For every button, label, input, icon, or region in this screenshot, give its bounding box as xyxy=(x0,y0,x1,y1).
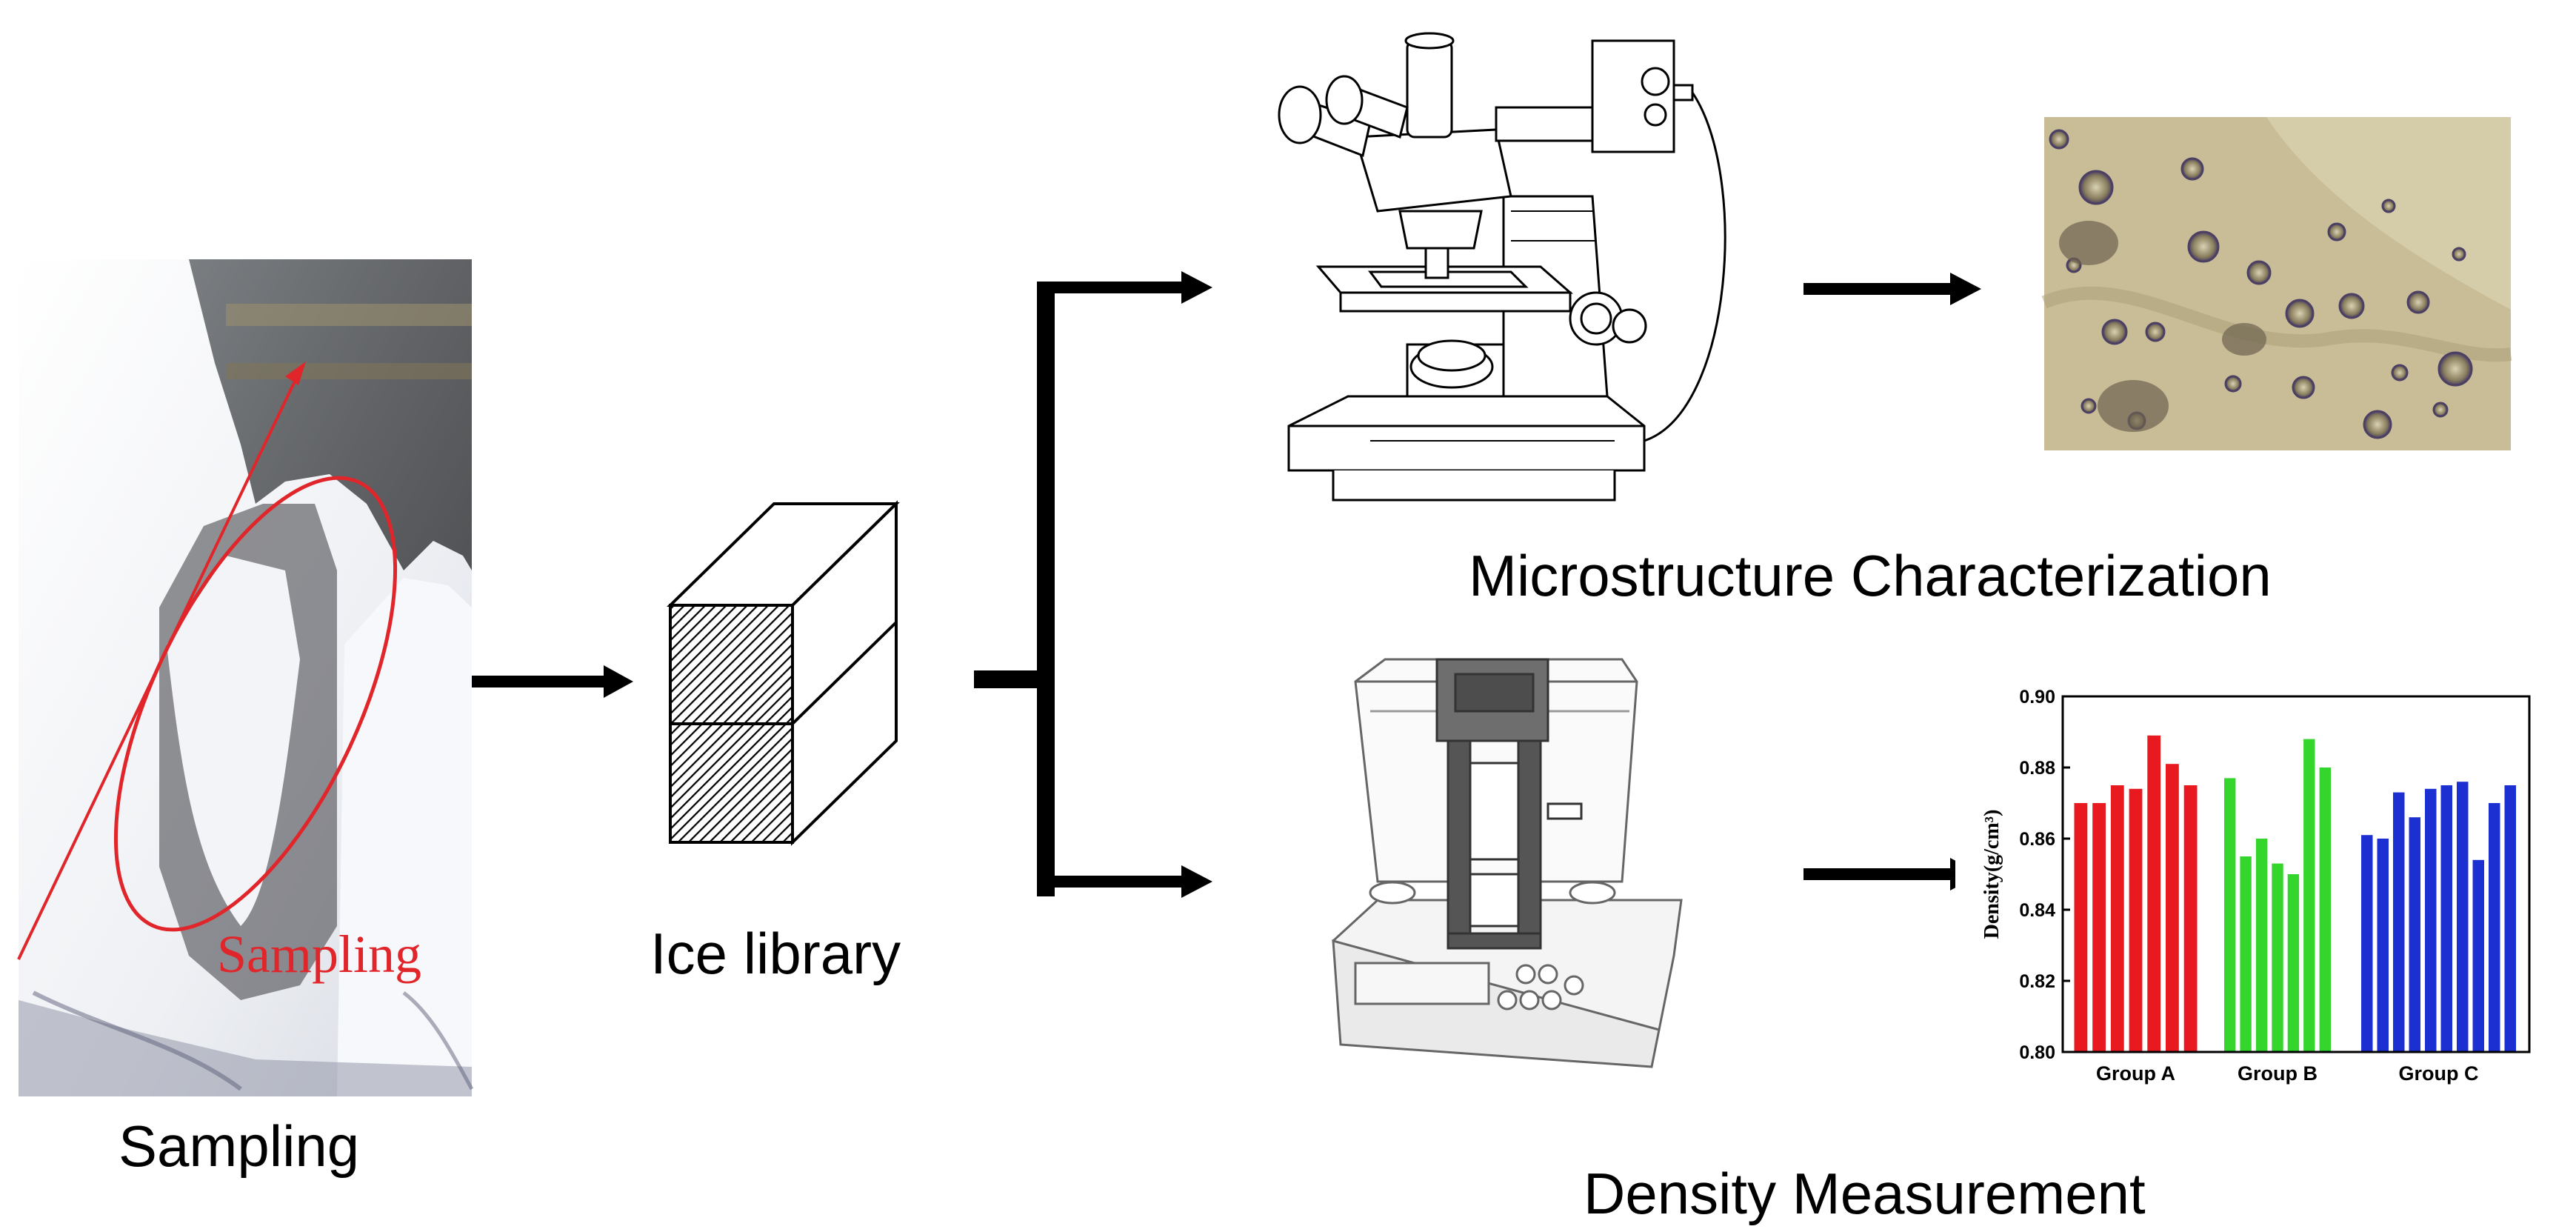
chart-bar-3-6 xyxy=(2440,785,2452,1052)
chart-bar-1-3 xyxy=(2110,785,2124,1052)
chart-bar-3-2 xyxy=(2377,839,2389,1052)
branch-connector xyxy=(974,271,1212,898)
sampling-photo: Sampling xyxy=(17,259,474,1096)
sampling-photo-text: Sampling xyxy=(217,925,421,984)
chart-y-tick-label: 0.88 xyxy=(2019,758,2055,779)
microstructure-caption: Microstructure Characterization xyxy=(1469,543,2272,608)
chart-y-axis-label: Density(g/cm³) xyxy=(1981,810,2003,939)
chart-bar-3-4 xyxy=(2409,817,2420,1052)
chart-bar-1-2 xyxy=(2092,803,2106,1052)
chart-bar-3-7 xyxy=(2457,782,2469,1052)
chart-bar-2-1 xyxy=(2224,778,2236,1052)
chart-bar-3-5 xyxy=(2425,788,2437,1052)
density-bar-chart: 0.80 0.82 0.84 0.86 0.88 0.90 Group A Group B G… xyxy=(1955,643,2563,1117)
ice-library-caption: Ice library xyxy=(650,921,901,986)
chart-category-label: Group A xyxy=(2096,1062,2175,1085)
chart-bar-1-6 xyxy=(2166,764,2179,1052)
chart-bar-3-9 xyxy=(2489,803,2500,1052)
chart-bar-2-4 xyxy=(2272,863,2283,1052)
chart-bar-3-8 xyxy=(2472,859,2484,1052)
chart-y-tick-label: 0.90 xyxy=(2019,687,2055,707)
sampling-caption: Sampling xyxy=(119,1113,360,1179)
chart-bar-2-3 xyxy=(2255,839,2268,1052)
chart-bar-3-10 xyxy=(2504,785,2516,1052)
arrow-balance-to-chart xyxy=(1803,858,1981,890)
chart-bar-1-4 xyxy=(2129,788,2143,1052)
ice-library-cube xyxy=(667,500,900,846)
chart-y-tick-label: 0.82 xyxy=(2019,971,2055,992)
chart-bar-3-1 xyxy=(2361,835,2373,1052)
density-balance-illustration xyxy=(1332,658,1683,1068)
sampling-loop xyxy=(113,476,398,932)
arrow-microscope-to-micrograph xyxy=(1803,273,1981,305)
chart-bar-2-5 xyxy=(2287,874,2300,1052)
chart-plot-frame xyxy=(2061,695,2531,1053)
chart-bar-2-2 xyxy=(2240,856,2252,1052)
chart-bar-1-5 xyxy=(2147,735,2161,1052)
chart-bar-2-7 xyxy=(2319,767,2331,1052)
chart-y-tick-label: 0.84 xyxy=(2019,900,2055,921)
chart-bar-2-6 xyxy=(2303,739,2315,1052)
chart-y-tick-label: 0.86 xyxy=(2019,829,2055,850)
chart-y-tick-label: 0.80 xyxy=(2019,1042,2055,1063)
ice-micrograph xyxy=(2041,117,2512,450)
sampling-arrowhead xyxy=(285,362,306,385)
chart-category-label: Group C xyxy=(2399,1062,2479,1085)
chart-bar-1-7 xyxy=(2183,785,2198,1052)
microscope-illustration xyxy=(1278,32,1726,502)
chart-bar-3-3 xyxy=(2393,792,2405,1052)
arrow-sampling-to-ice xyxy=(472,665,633,698)
chart-bar-1-1 xyxy=(2074,803,2088,1052)
density-caption: Density Measurement xyxy=(1584,1161,2146,1226)
chart-category-label: Group B xyxy=(2238,1062,2318,1085)
